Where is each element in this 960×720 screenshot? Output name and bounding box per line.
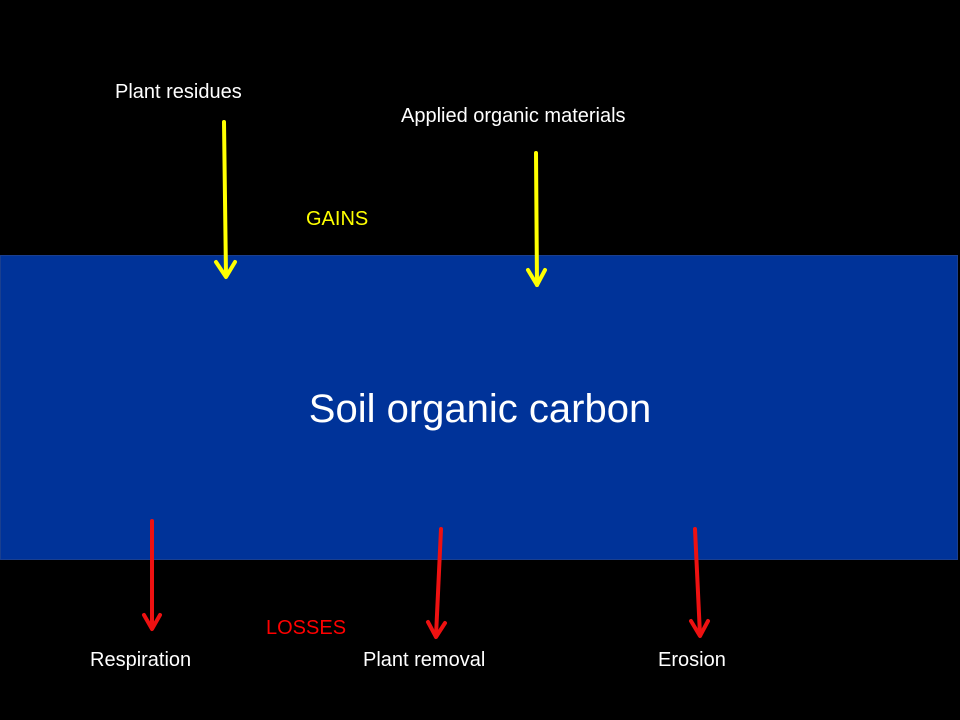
gain-label-applied-organic-materials: Applied organic materials: [401, 105, 626, 127]
losses-title: LOSSES: [266, 617, 347, 639]
soil-organic-carbon-pool: [0, 255, 958, 560]
loss-label-plant-removal: Plant removal: [363, 649, 486, 671]
gain-arrow-plant-residues: [214, 120, 237, 279]
gains-title: GAINS: [306, 208, 369, 230]
gain-label-plant-residues: Plant residues: [115, 81, 242, 103]
loss-label-erosion: Erosion: [658, 649, 726, 671]
loss-label-respiration: Respiration: [90, 649, 192, 671]
soil-organic-carbon-label: Soil organic carbon: [308, 387, 652, 431]
